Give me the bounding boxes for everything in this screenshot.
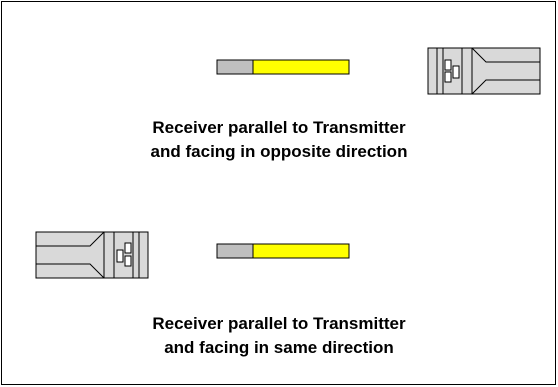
caption-same-direction: Receiver parallel to Transmitter and fac… — [0, 312, 558, 360]
rod-top-yellow-section — [252, 59, 350, 75]
device-bottom-left — [35, 231, 149, 279]
rod-top-gray-section — [216, 59, 254, 75]
caption-opposite-line-2: and facing in opposite direction — [150, 142, 408, 161]
device-top-window-3 — [452, 65, 460, 79]
device-top-right — [427, 47, 541, 95]
rod-top — [216, 59, 350, 75]
caption-opposite-line-1: Receiver parallel to Transmitter — [152, 118, 406, 137]
device-bottom-body — [35, 231, 105, 279]
device-bottom-window-1 — [116, 249, 124, 263]
device-top-window-1 — [444, 59, 452, 71]
device-top-body — [471, 47, 541, 95]
rod-bottom-gray-section — [216, 243, 254, 259]
caption-same-line-1: Receiver parallel to Transmitter — [152, 314, 406, 333]
caption-opposite-direction: Receiver parallel to Transmitter and fac… — [0, 116, 558, 164]
device-bottom-window-3 — [124, 255, 132, 267]
device-top-window-2 — [444, 71, 452, 83]
rod-bottom-yellow-section — [252, 243, 350, 259]
rod-bottom — [216, 243, 350, 259]
caption-same-line-2: and facing in same direction — [164, 338, 394, 357]
device-bottom-window-2 — [124, 242, 132, 254]
